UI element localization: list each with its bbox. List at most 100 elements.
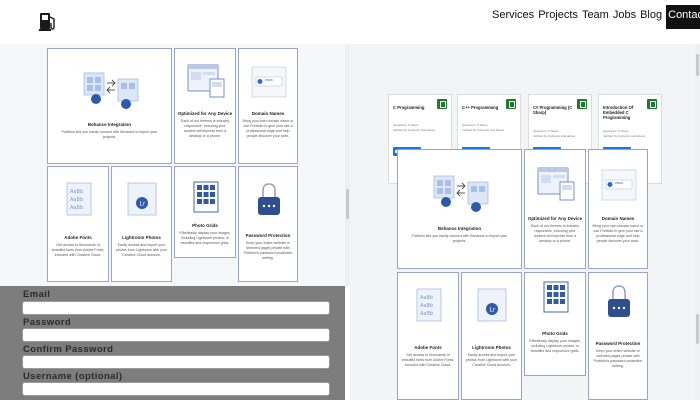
- left-features-panel: Behance Integration Portfolio lets you e…: [0, 44, 345, 286]
- feature-desc: Effortlessly display your images, includ…: [529, 339, 581, 353]
- left-scrollbar[interactable]: [345, 44, 350, 286]
- svg-text:Lr: Lr: [490, 307, 496, 314]
- feature-card-device[interactable]: Optimized for Any Device Each of our the…: [524, 149, 586, 269]
- feature-card-behance[interactable]: Behance Integration Portfolio lets you e…: [47, 48, 172, 164]
- feature-card-adobe-fonts[interactable]: AaBb AaBb AaBb Adobe Fonts Get access to…: [47, 166, 109, 282]
- feature-title: Optimized for Any Device: [527, 216, 583, 221]
- feature-desc: Effortlessly display your images, includ…: [179, 231, 231, 245]
- feature-title: Lightroom Photos: [472, 345, 511, 350]
- password-field[interactable]: [22, 328, 330, 342]
- feature-desc: Portfolio lets you easily connect with B…: [411, 234, 508, 243]
- feature-desc: Keep your entire website or selected pag…: [243, 241, 293, 260]
- feature-card-device[interactable]: Optimized for Any Device Each of our the…: [174, 48, 236, 164]
- course-meta: Questions: 5 Steps: [393, 123, 419, 127]
- feature-desc: Easily access and import your photos fro…: [115, 243, 168, 257]
- course-title: Introduction Of Embedded C Programming: [603, 105, 634, 120]
- feature-title: Adobe Fonts: [64, 235, 92, 240]
- feature-card-password[interactable]: Password Protection Keep your entire web…: [238, 166, 298, 282]
- fonts-icon: AaBb AaBb AaBb: [416, 288, 442, 322]
- feature-title: Adobe Fonts: [414, 345, 442, 350]
- site-header: Services Projects Team Jobs Blog Contac: [0, 0, 700, 44]
- feature-card-behance[interactable]: Behance Integration Portfolio lets you e…: [397, 149, 522, 269]
- feature-title: Domain Names: [601, 216, 635, 221]
- nav-team[interactable]: Team: [581, 9, 609, 21]
- email-label: Email: [23, 289, 51, 300]
- behance-sync-icon: [433, 175, 489, 212]
- lightroom-icon: Lr: [477, 288, 507, 322]
- feature-title: Password Protection: [595, 341, 641, 346]
- feature-title: Password Protection: [245, 233, 291, 238]
- feature-card-lightroom[interactable]: Lr Lightroom Photos Easily access and im…: [111, 166, 172, 282]
- fuel-pump-icon[interactable]: [38, 10, 58, 32]
- feature-card-domain[interactable]: www Domain Names Bring your own domain n…: [588, 149, 648, 269]
- svg-text:AaBb: AaBb: [420, 311, 433, 317]
- domain-browser-icon: [251, 66, 287, 98]
- feature-card-lightroom[interactable]: Lr Lightroom Photos Easily access and im…: [461, 272, 522, 400]
- course-meta: Verified by Instructor and above: [393, 128, 436, 132]
- course-title: C++ Programming: [462, 105, 499, 110]
- feature-desc: Portfolio lets you easily connect with B…: [61, 130, 158, 139]
- devices-icon: [537, 167, 575, 201]
- feature-title: Photo Grids: [542, 331, 568, 336]
- course-meta: Verified by Instructor and above: [533, 134, 576, 138]
- email-field[interactable]: [22, 301, 330, 315]
- course-meta: Verified by Instructor and above: [462, 128, 505, 132]
- domain-badge: www: [265, 78, 273, 82]
- course-title: C# Programming (C Sharp): [533, 105, 573, 115]
- right-scrollbar[interactable]: [695, 44, 700, 400]
- nav-jobs[interactable]: Jobs: [612, 9, 637, 21]
- feature-card-password[interactable]: Password Protection Keep your entire web…: [588, 272, 648, 400]
- domain-browser-icon: [601, 169, 637, 201]
- lock-icon: [258, 183, 280, 215]
- right-scroll-thumb[interactable]: [696, 54, 699, 76]
- course-badge-icon: [647, 99, 657, 109]
- feature-title: Behance Integration: [87, 122, 132, 127]
- password-label: Password: [23, 317, 72, 328]
- right-scroll-thumb-lower[interactable]: [696, 314, 699, 344]
- svg-text:AaBb: AaBb: [420, 295, 433, 301]
- confirm-password-field[interactable]: [22, 355, 330, 369]
- nav-projects[interactable]: Projects: [538, 9, 578, 21]
- username-field[interactable]: [22, 382, 330, 396]
- course-meta: Questions: 5 Steps: [603, 129, 629, 133]
- feature-desc: Get access to thousands of beautiful fon…: [401, 353, 455, 367]
- confirm-password-label: Confirm Password: [23, 344, 114, 355]
- course-meta: Verified by Instructor and above: [603, 134, 646, 138]
- nav-contact[interactable]: Contac: [666, 5, 700, 29]
- nav-blog[interactable]: Blog: [640, 9, 663, 21]
- left-scroll-thumb[interactable]: [346, 189, 349, 219]
- feature-title: Behance Integration: [437, 226, 482, 231]
- course-meta: Questions: 5 Steps: [533, 129, 559, 133]
- course-badge-icon: [506, 99, 516, 109]
- top-nav: Services Projects Team Jobs Blog Contac: [492, 5, 700, 29]
- feature-title: Photo Grids: [192, 223, 218, 228]
- behance-sync-icon: [83, 72, 139, 109]
- feature-card-photo-grids[interactable]: Photo Grids Effortlessly display your im…: [524, 272, 586, 376]
- devices-icon: [187, 64, 225, 98]
- svg-text:AaBb: AaBb: [70, 189, 83, 195]
- username-label: Username (optional): [23, 371, 123, 382]
- course-title: C Programming: [393, 105, 425, 110]
- feature-title: Domain Names: [251, 111, 285, 116]
- feature-card-domain[interactable]: www Domain Names Bring your own domain n…: [238, 48, 298, 164]
- svg-text:AaBb: AaBb: [70, 205, 83, 211]
- course-badge-icon: [577, 99, 587, 109]
- nav-services[interactable]: Services: [492, 9, 535, 21]
- svg-text:AaBb: AaBb: [70, 197, 83, 203]
- lock-icon: [608, 285, 630, 317]
- feature-desc: Bring your own domain name or use Portfo…: [242, 119, 294, 138]
- photo-grid-icon: [193, 181, 219, 213]
- feature-title: Optimized for Any Device: [177, 111, 233, 116]
- svg-text:Lr: Lr: [140, 201, 146, 208]
- lightroom-icon: Lr: [127, 182, 157, 216]
- feature-card-photo-grids[interactable]: Photo Grids Effortlessly display your im…: [174, 166, 236, 258]
- feature-card-adobe-fonts[interactable]: AaBb AaBb AaBb Adobe Fonts Get access to…: [397, 272, 459, 400]
- feature-desc: Each of our themes is industry responsiv…: [180, 119, 230, 138]
- feature-desc: Bring your own domain name or use Portfo…: [592, 224, 644, 243]
- course-badge-icon: [437, 99, 447, 109]
- fonts-icon: AaBb AaBb AaBb: [66, 182, 92, 216]
- signup-form: Email Password Confirm Password Username…: [0, 286, 345, 400]
- right-panel: C Programming Questions: 5 Steps Verifie…: [350, 44, 700, 400]
- feature-desc: Get access to thousands of beautiful fon…: [51, 243, 105, 257]
- feature-title: Lightroom Photos: [122, 235, 161, 240]
